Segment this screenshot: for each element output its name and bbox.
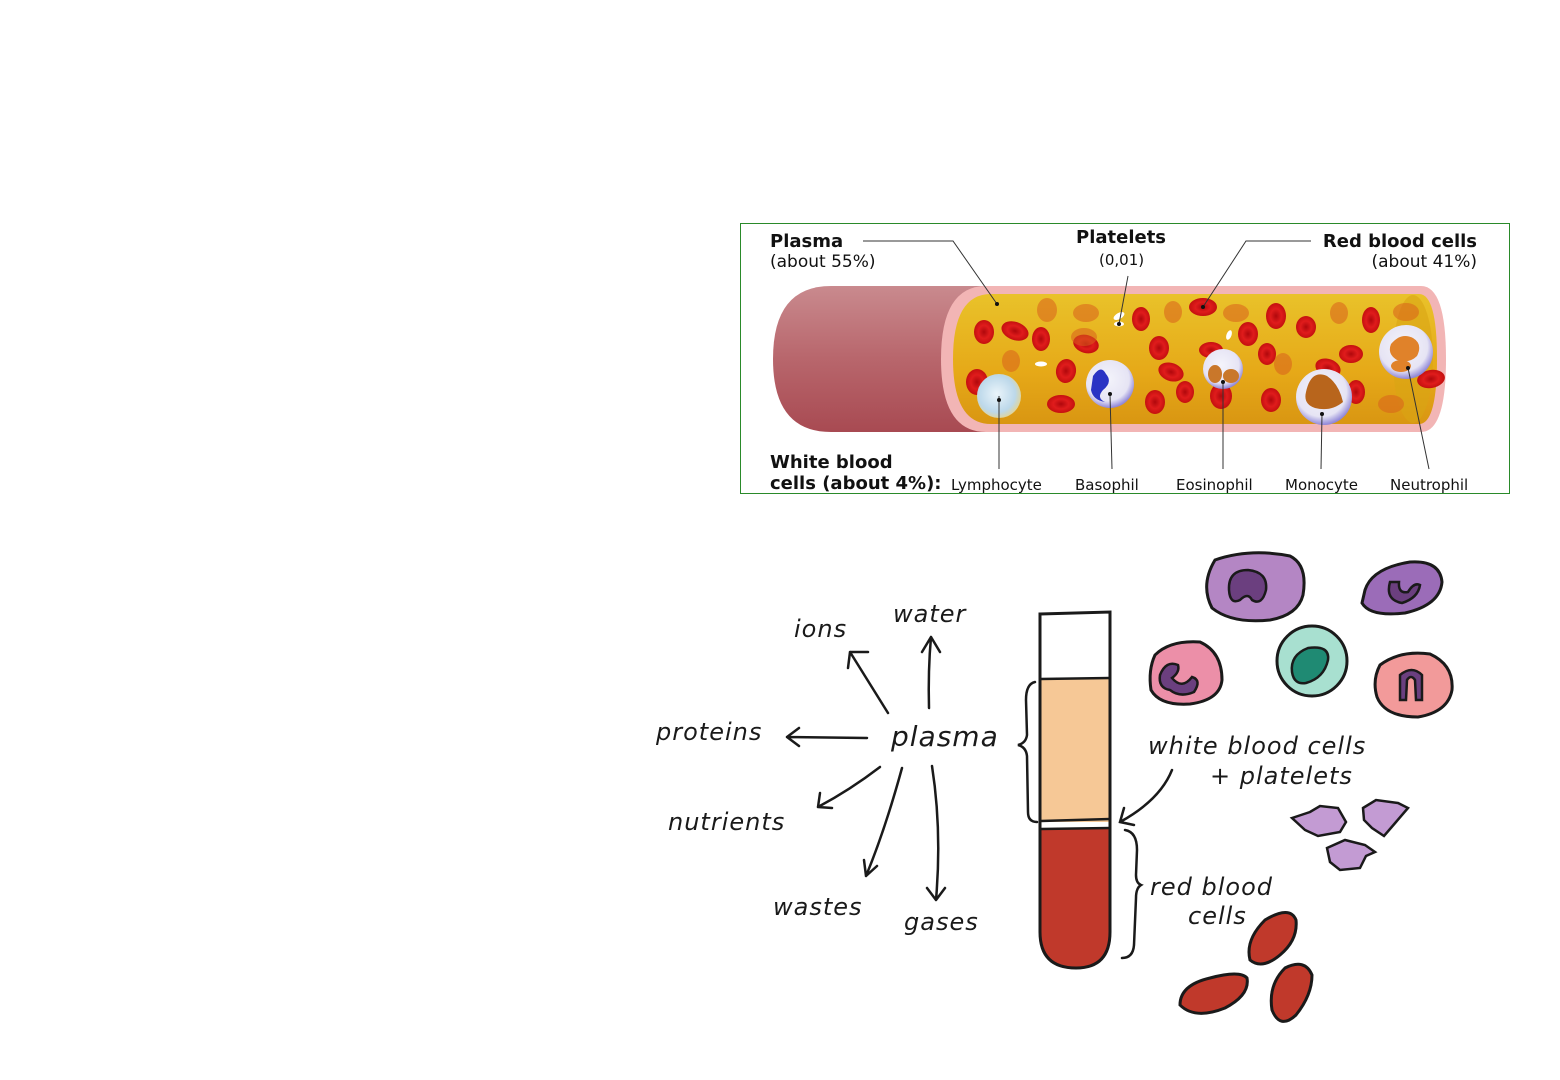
plasma-percentage: (about 55%)	[770, 252, 876, 272]
arrow-to-nutrients	[816, 765, 882, 810]
component-ions: ions	[794, 615, 848, 643]
wbc-type-eosinophil: Eosinophil	[1176, 476, 1253, 494]
vessel-wall	[773, 286, 991, 432]
wbc-platelets-label-line1: white blood cells	[1148, 732, 1367, 760]
platelets-title: Platelets	[1076, 227, 1167, 248]
wbc-title-line1: White blood	[770, 452, 893, 473]
sketch-platelets	[1289, 798, 1410, 872]
sketch-white-blood-cells	[1148, 551, 1454, 719]
platelets-value: (0,01)	[1099, 251, 1145, 269]
braces	[1017, 680, 1174, 960]
arrow-to-gases	[925, 764, 947, 902]
leader-dots	[995, 302, 1410, 416]
component-gases: gases	[904, 908, 979, 936]
tube-outline	[1038, 610, 1112, 970]
sketch-red-blood-cells	[1178, 911, 1314, 1023]
arrow-to-proteins	[785, 726, 869, 748]
component-proteins: proteins	[656, 718, 763, 746]
rbc-percentage: (about 41%)	[1371, 252, 1477, 272]
tube-rbc-layer	[1041, 829, 1110, 968]
plasma-title: Plasma	[770, 231, 844, 252]
rbc-label-line1: red blood	[1150, 873, 1273, 901]
test-tube	[1038, 610, 1112, 970]
blood-vessel-illustration	[773, 240, 1446, 470]
tube-buffy-coat	[1041, 822, 1110, 829]
eosinophil	[1203, 349, 1243, 389]
blood-vessel-figure: Plasma (about 55%) Platelets (0,01) Red …	[740, 223, 1510, 494]
wbc-type-monocyte: Monocyte	[1285, 476, 1359, 494]
leader-lines	[863, 240, 1430, 470]
plasma-brace	[1017, 680, 1039, 824]
rbc-brace	[1120, 828, 1144, 960]
background-red-blood-cells	[1002, 298, 1419, 413]
wbc-platelets-label-line2: + platelets	[1210, 762, 1353, 790]
arrow-to-ions	[846, 650, 890, 715]
wbc-title-line2: cells (about 4%):	[770, 473, 942, 494]
wbc-basophil-sketch	[1360, 560, 1444, 616]
component-water: water	[893, 600, 967, 628]
neutrophil	[1379, 325, 1433, 379]
rbc-title: Red blood cells	[1322, 231, 1477, 252]
wbc-pointer-arrow	[1118, 768, 1174, 827]
arrow-to-water	[920, 635, 942, 710]
red-blood-cells	[966, 298, 1445, 414]
component-nutrients: nutrients	[668, 808, 786, 836]
wbc-type-lymphocyte: Lymphocyte	[951, 476, 1042, 494]
tube-empty-top	[1040, 614, 1110, 678]
arrow-to-wastes	[862, 766, 904, 878]
monocyte	[1296, 369, 1352, 425]
plasma-arrows	[785, 635, 947, 902]
wbc-type-basophil: Basophil	[1075, 476, 1139, 494]
tube-plasma-layer	[1041, 679, 1110, 822]
rbc-label-line2: cells	[1188, 902, 1247, 930]
wbc-type-neutrophil: Neutrophil	[1390, 476, 1469, 494]
wbc-neutrophil-sketch	[1373, 651, 1454, 719]
plasma-center-label: plasma	[891, 720, 999, 753]
basophil	[1086, 360, 1134, 408]
component-wastes: wastes	[773, 893, 863, 921]
